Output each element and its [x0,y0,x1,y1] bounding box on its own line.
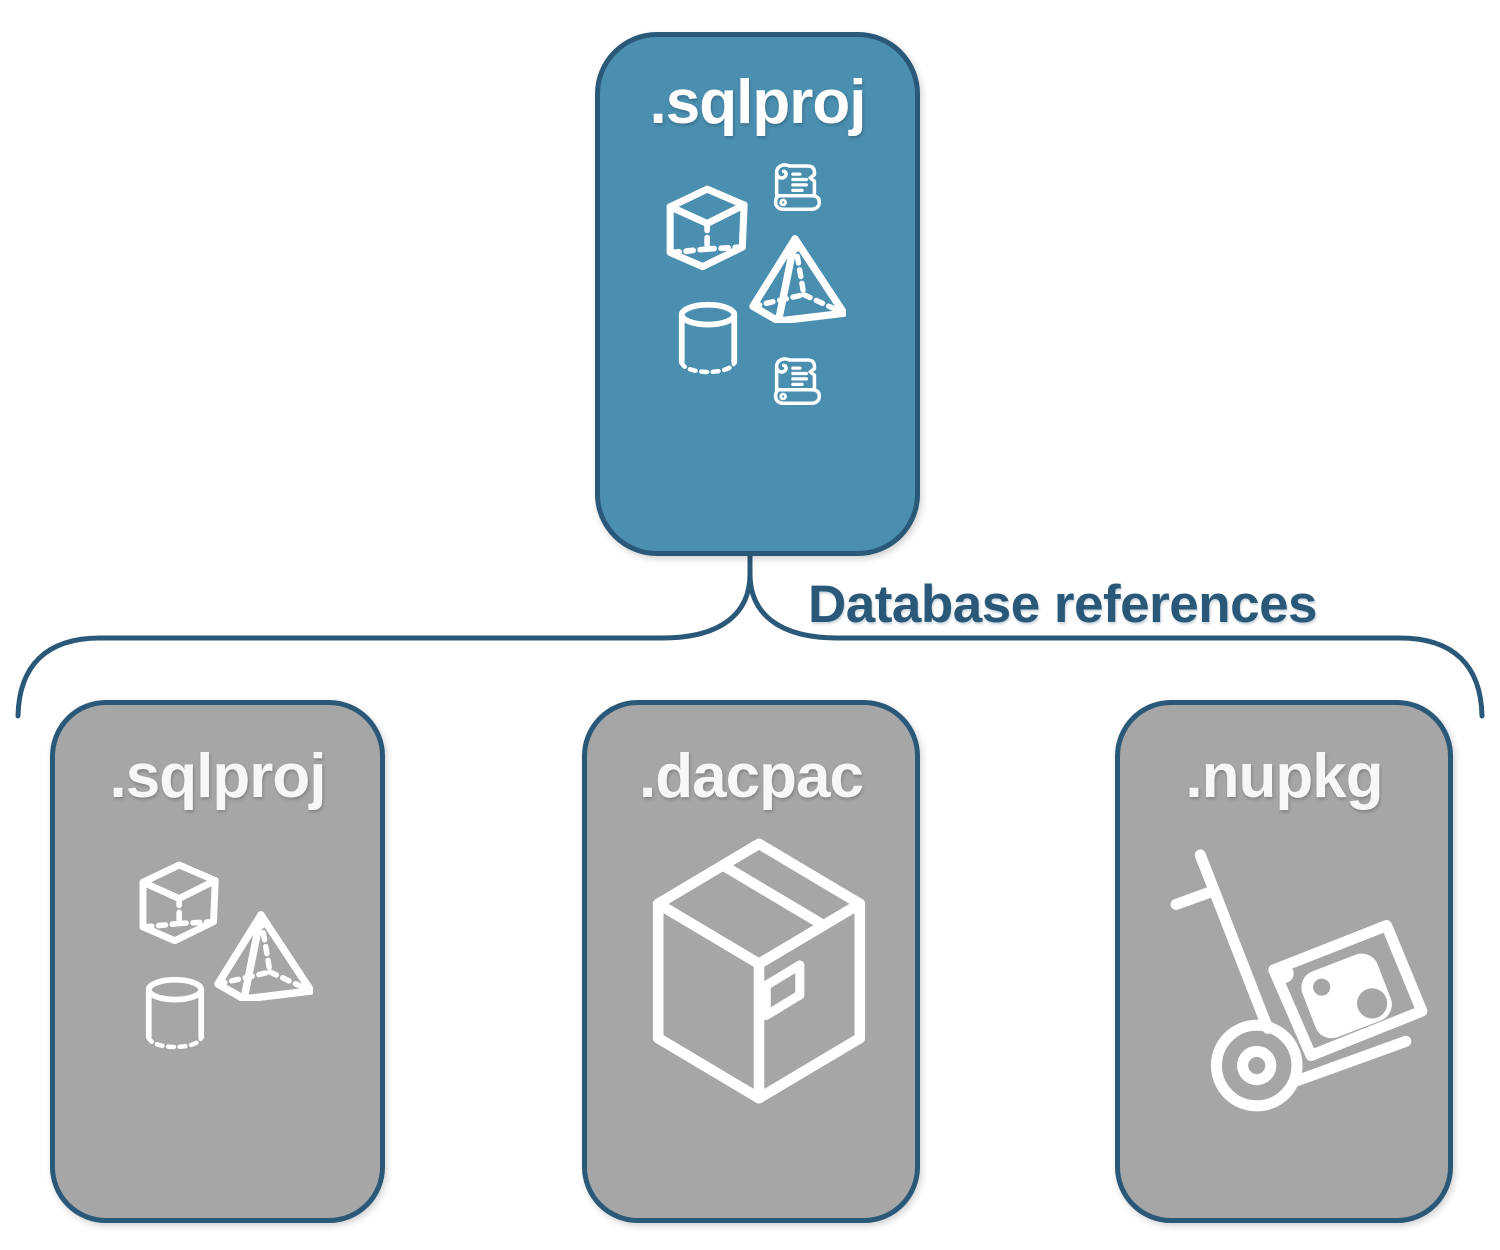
hand-truck-nuget-icon [1168,847,1430,1129]
child-box-nupkg: .nupkg [1115,700,1453,1223]
cube-icon [137,859,223,945]
cylinder-icon [676,301,740,377]
root-box-title: .sqlproj [649,68,867,137]
child-box-sqlproj: .sqlproj [50,700,385,1223]
connector-label: Database references [808,575,1318,634]
child-box-title: .nupkg [1185,742,1383,811]
root-box-sqlproj: .sqlproj [595,32,920,556]
child-box-dacpac: .dacpac [582,700,920,1223]
scroll-icon [768,159,822,213]
pyramid-icon [748,233,846,323]
scroll-icon [768,353,822,407]
pyramid-icon [213,909,313,1001]
child-box-title: .sqlproj [109,742,327,811]
child-box-title: .dacpac [639,742,864,811]
cube-icon [664,183,752,271]
package-box-icon [639,835,879,1107]
cylinder-icon [143,975,207,1053]
